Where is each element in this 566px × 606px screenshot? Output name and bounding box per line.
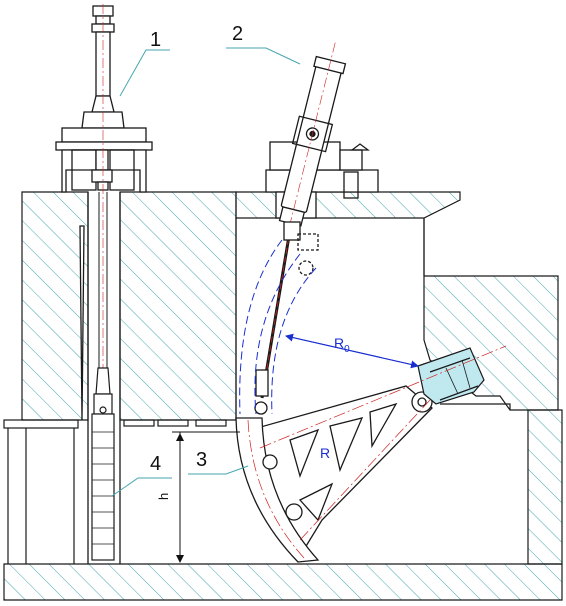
right-lower-block bbox=[527, 409, 563, 565]
floor-slab bbox=[3, 563, 563, 601]
label-3: 3 bbox=[196, 449, 207, 471]
leader-lines bbox=[111, 47, 301, 497]
dimension-r0 bbox=[285, 333, 419, 369]
label-4: 4 bbox=[150, 453, 161, 475]
left-pier bbox=[21, 191, 89, 421]
label-2: 2 bbox=[232, 23, 243, 45]
left-walkway bbox=[3, 419, 227, 564]
top-deck bbox=[235, 191, 461, 219]
rod-swing-arcs bbox=[239, 239, 317, 415]
gate-centerlines bbox=[247, 345, 507, 559]
label-1: 1 bbox=[150, 29, 161, 51]
radius-r0-label: R0 bbox=[334, 335, 350, 355]
radius-r-label: R bbox=[320, 445, 330, 461]
radial-gate-3 bbox=[235, 385, 433, 563]
middle-pier bbox=[119, 191, 237, 421]
height-label: h bbox=[156, 493, 171, 500]
hoist-2-hydraulic bbox=[254, 42, 379, 415]
dimension-h bbox=[172, 431, 240, 563]
hoist-1-vertical bbox=[55, 4, 153, 564]
vertical-gate-4 bbox=[91, 367, 115, 561]
